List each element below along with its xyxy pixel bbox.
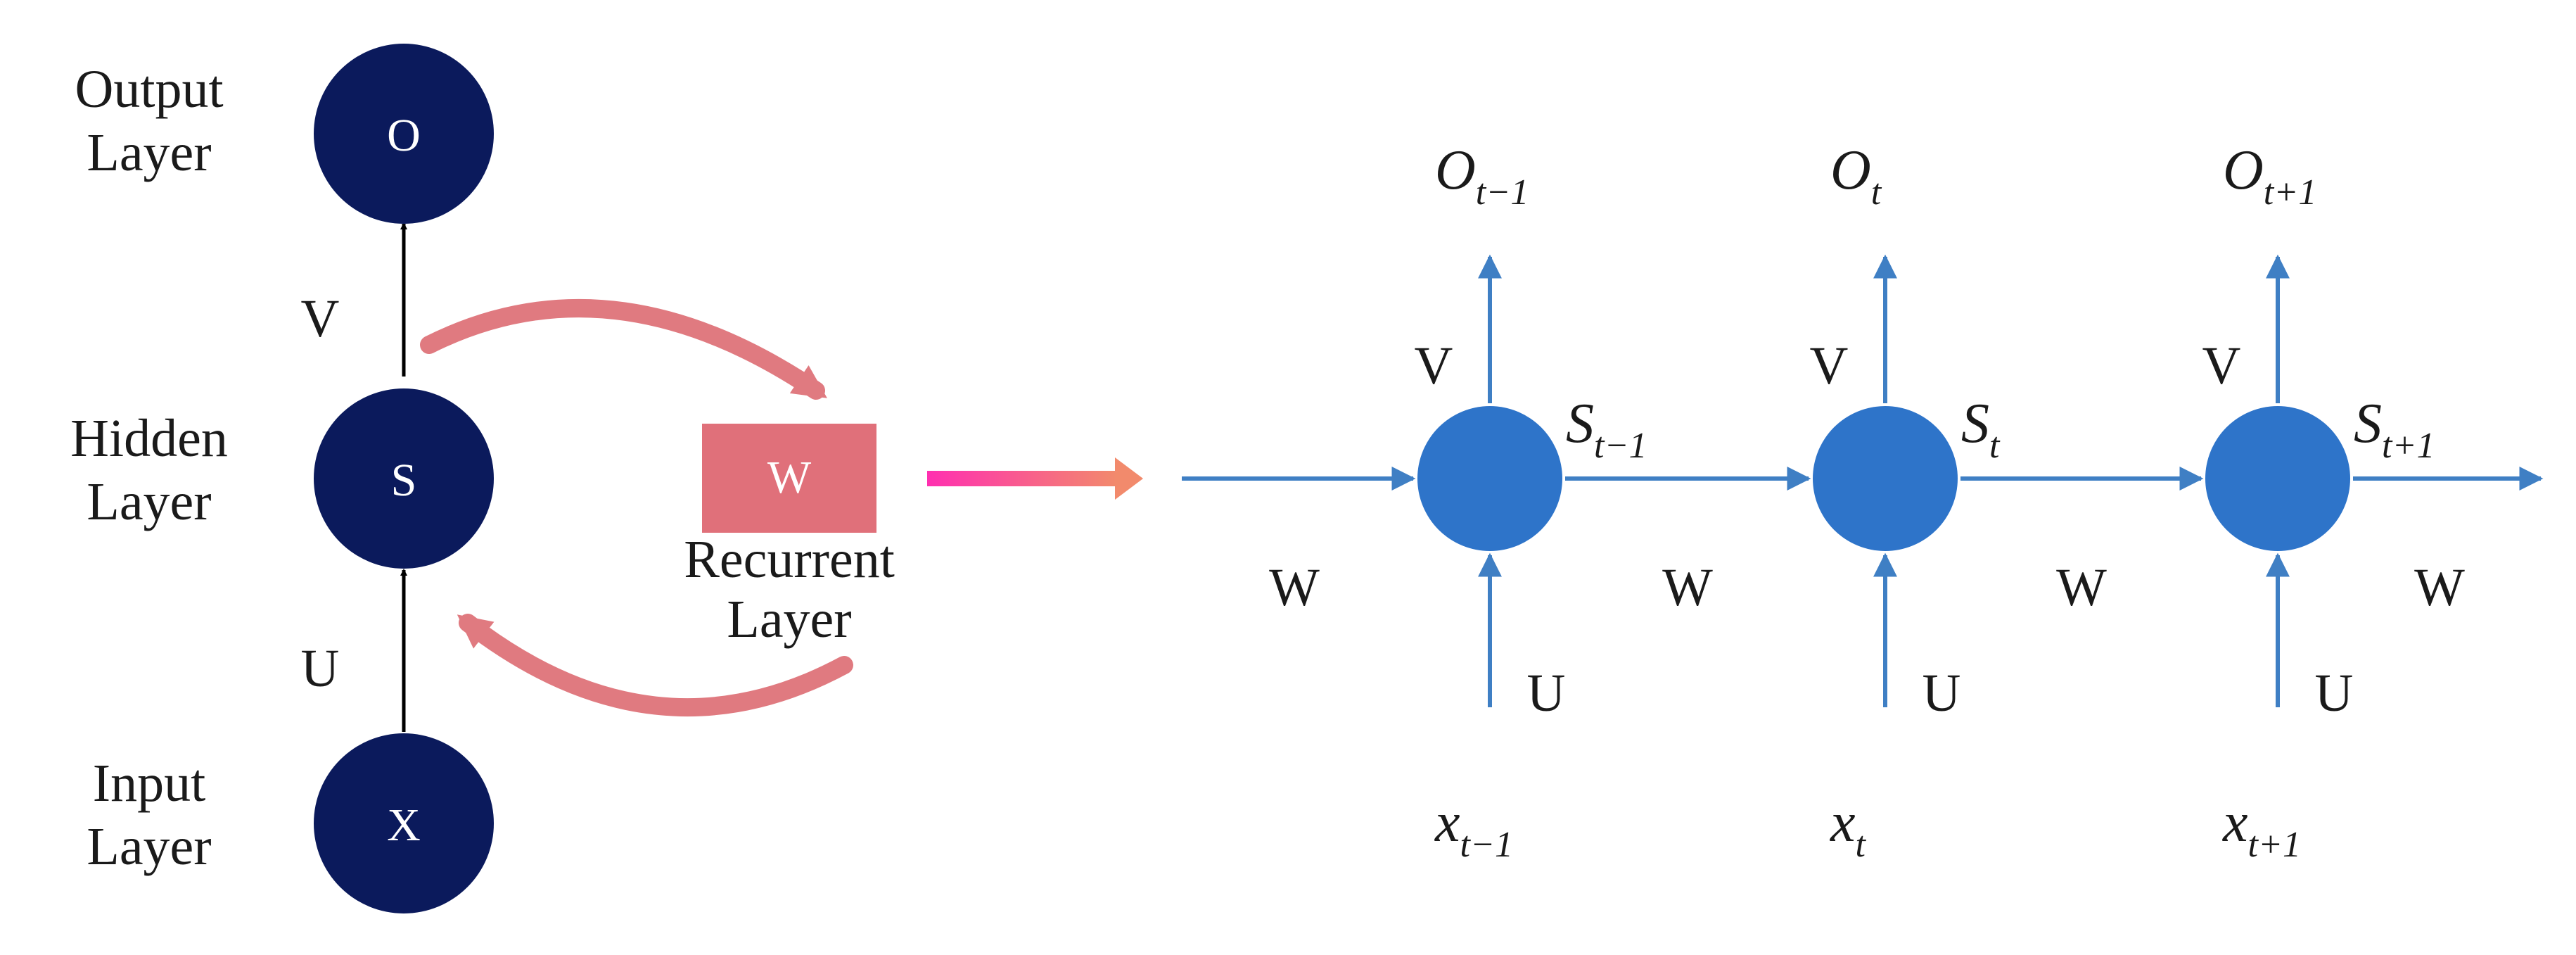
- unfolded-node-2: [1813, 406, 1958, 551]
- unfolded-node-1: [1417, 406, 1562, 551]
- input-node-letter: X: [387, 799, 421, 851]
- input-node: [314, 733, 494, 913]
- unfolded-node-3: [2205, 406, 2350, 551]
- w-label-3: W: [2414, 558, 2465, 617]
- v-label-3: V: [2202, 336, 2241, 396]
- hidden-node: [314, 388, 494, 569]
- u-label-2: U: [1923, 664, 1961, 723]
- input-label-2: xt: [1830, 792, 1867, 865]
- output-label-2: Ot: [1830, 139, 1882, 213]
- recurrent-arrow-back: [457, 614, 853, 716]
- w-label-1: W: [1662, 558, 1713, 617]
- recurrent-weight-label: W: [767, 452, 812, 503]
- w-label-2: W: [2056, 558, 2107, 617]
- recurrent-layer-caption-line1: Recurrent: [684, 530, 895, 589]
- output-layer-label-line2: Layer: [87, 123, 211, 182]
- hidden-layer-label-line1: Hidden: [70, 409, 228, 468]
- unfold-arrow-head: [1115, 457, 1143, 500]
- u-label-1: U: [1527, 664, 1566, 723]
- recurrent-weight-box: [702, 424, 876, 533]
- v-label-2: V: [1810, 336, 1849, 396]
- output-node: [314, 44, 494, 224]
- folded-v-label: V: [301, 289, 340, 348]
- input-layer-label-line1: Input: [93, 754, 205, 813]
- recurrent-arrow-out: [420, 299, 827, 400]
- state-label-1: St−1: [1566, 393, 1647, 466]
- hidden-node-letter: S: [391, 455, 417, 506]
- u-label-3: U: [2315, 664, 2354, 723]
- hidden-layer-label-line2: Layer: [87, 472, 211, 531]
- recurrent-layer-caption-line2: Layer: [727, 590, 851, 649]
- output-label-3: Ot+1: [2223, 139, 2316, 213]
- input-label-3: xt+1: [2222, 792, 2301, 865]
- folded-u-label: U: [301, 639, 340, 698]
- incoming-w-label: W: [1269, 558, 1320, 617]
- unfolded-network: W Ot−1V Uxt−1 St−1W OtV Uxt StW Ot+1V Uxt+1 St+1W: [1182, 139, 2544, 865]
- state-label-3: St+1: [2354, 393, 2435, 466]
- input-label-1: xt−1: [1434, 792, 1513, 865]
- v-label-1: V: [1415, 336, 1453, 396]
- input-layer-label-line2: Layer: [87, 817, 211, 876]
- output-label-1: Ot−1: [1435, 139, 1529, 213]
- output-layer-label-line1: Output: [75, 60, 223, 119]
- unfold-arrow-shaft: [927, 471, 1117, 486]
- state-label-2: St: [1961, 393, 2001, 466]
- output-node-letter: O: [387, 110, 421, 161]
